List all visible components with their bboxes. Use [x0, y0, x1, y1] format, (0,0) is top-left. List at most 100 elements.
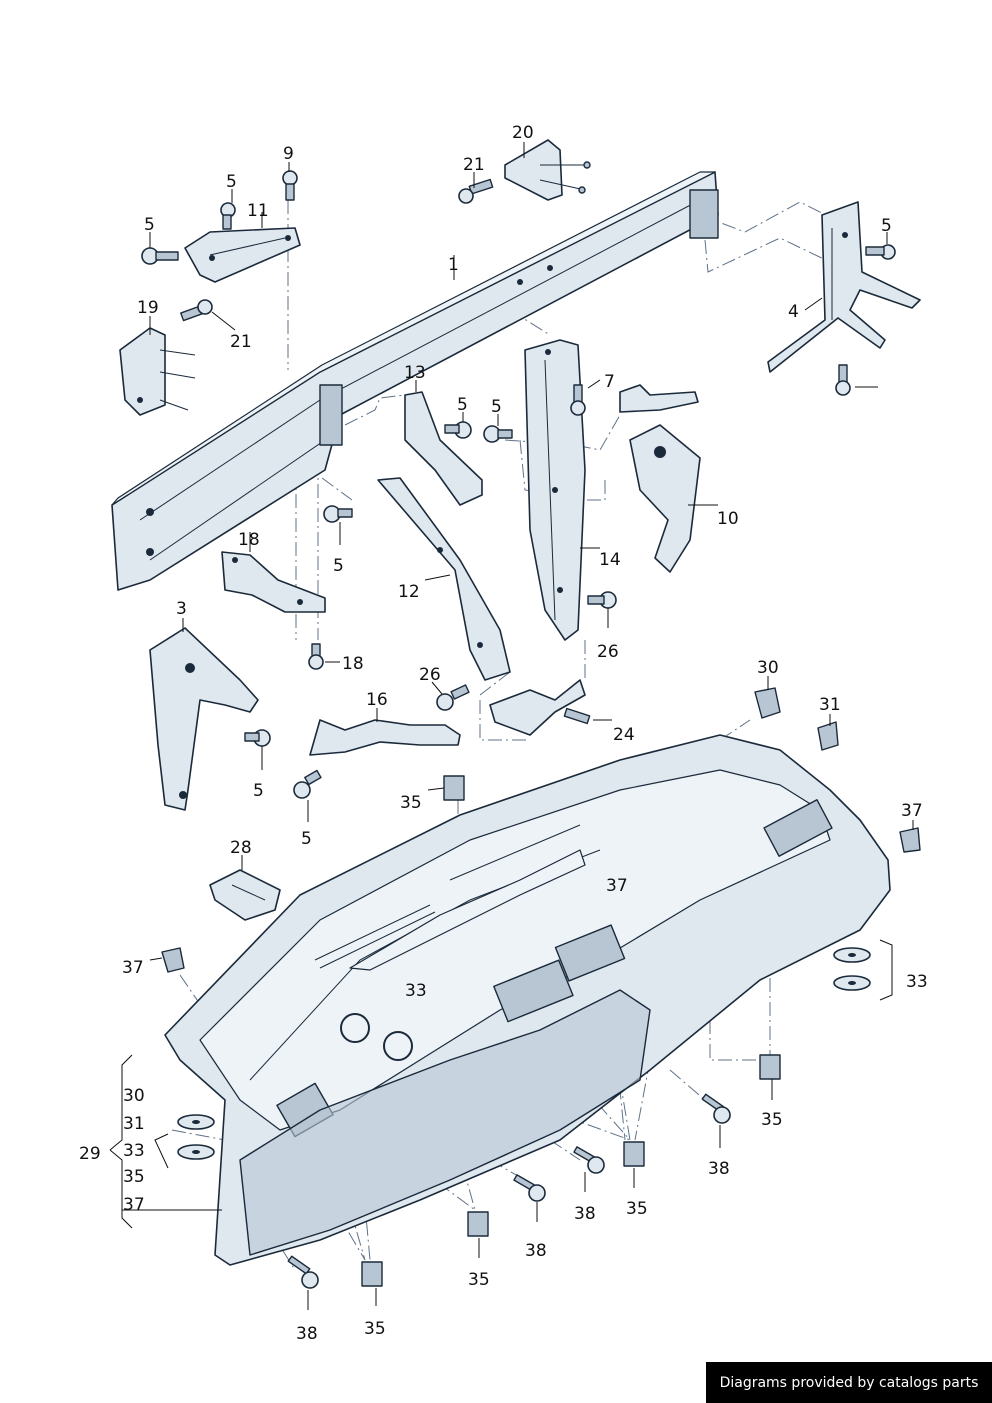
bracket-13: [404, 391, 483, 506]
bolt-5-right-bottom: [835, 364, 851, 396]
bolt-7: [570, 384, 586, 416]
washers-33-right: [833, 947, 871, 991]
bracket-4: [767, 201, 921, 373]
callout-label: 5: [457, 395, 468, 415]
clip-35-r1: [759, 1054, 781, 1080]
callout-label: 18: [238, 530, 260, 550]
callout-label: 7: [604, 372, 615, 392]
callout-label: 30: [757, 658, 779, 678]
callout-label: 35: [761, 1110, 783, 1130]
callout-label: 5: [491, 397, 502, 417]
screw-38-r: [701, 1093, 731, 1124]
callout-label: 37: [606, 876, 628, 896]
bolt-26-left: [436, 684, 470, 711]
callout-label: 30: [123, 1086, 145, 1106]
callout-label: 38: [708, 1159, 730, 1179]
screw-38-c1: [573, 1146, 605, 1174]
callout-label: 20: [512, 123, 534, 143]
callout-label: 5: [144, 215, 155, 235]
bracket-19: [119, 327, 196, 416]
callout-label: 26: [597, 642, 619, 662]
callout-label: 9: [283, 144, 294, 164]
clip-35-c: [467, 1211, 489, 1237]
callout-label: 14: [599, 550, 621, 570]
bolt-5-a: [220, 202, 236, 230]
callout-label: 35: [626, 1199, 648, 1219]
bracket-24: [489, 679, 591, 736]
bracket-10: [629, 424, 701, 573]
callout-label: 13: [404, 363, 426, 383]
bolt-21-top: [458, 178, 494, 204]
clip-35-top: [443, 775, 465, 801]
callout-label: 38: [296, 1324, 318, 1344]
bolt-21-left: [180, 299, 213, 322]
callout-label: 31: [123, 1114, 145, 1134]
callout-label: 3: [176, 599, 187, 619]
clip-35-l: [361, 1261, 383, 1287]
bolt-5-mid: [323, 505, 353, 523]
bracket-18: [221, 551, 326, 613]
bolt-5-13b: [483, 425, 513, 443]
callout-label: 1: [448, 255, 459, 275]
callout-label: 5: [226, 172, 237, 192]
callout-labels: 1 20 21 9 5 11 5 5 19 21 4 5 13 5 5 7 10…: [79, 123, 928, 1344]
callout-label: 16: [366, 690, 388, 710]
washers-33-left: [177, 1114, 215, 1160]
callout-label: 35: [468, 1270, 490, 1290]
bolt-5-16: [293, 769, 322, 799]
callout-label: 35: [400, 793, 422, 813]
callout-label: 28: [230, 838, 252, 858]
clip-30: [754, 687, 781, 719]
callout-label: 4: [788, 302, 799, 322]
bolt-5-13a: [444, 421, 472, 439]
dashboard: [164, 734, 891, 1266]
bracket-11: [184, 227, 301, 283]
bracket-16: [309, 719, 461, 756]
cross-car-beam: [111, 171, 719, 591]
callout-label: 18: [342, 654, 364, 674]
credit-banner: Diagrams provided by catalogs parts: [706, 1362, 992, 1403]
callout-label: 5: [301, 829, 312, 849]
bolt-18: [308, 643, 324, 670]
callout-label: 10: [717, 509, 739, 529]
clip-31: [817, 721, 839, 751]
callout-label: 37: [901, 801, 923, 821]
callout-label: 33: [123, 1141, 145, 1161]
callout-label: 5: [253, 781, 264, 801]
part-28: [209, 869, 281, 921]
screw-38-c2: [513, 1174, 546, 1202]
callout-label: 31: [819, 695, 841, 715]
callout-label: 33: [405, 981, 427, 1001]
callout-label: 26: [419, 665, 441, 685]
clip-37-right: [899, 827, 921, 853]
callout-label: 38: [525, 1241, 547, 1261]
bracket-20: [504, 139, 591, 201]
callout-label: 35: [364, 1319, 386, 1339]
bracket-12: [377, 477, 511, 681]
bolt-5-3: [244, 729, 271, 747]
bolt-26-right: [587, 591, 617, 609]
clip-37-left: [161, 947, 185, 973]
callout-label: 21: [230, 332, 252, 352]
bracket-14: [524, 339, 586, 641]
bolt-5-right-top: [865, 244, 896, 260]
callout-label: 21: [463, 155, 485, 175]
callout-label: 37: [122, 958, 144, 978]
leader-lines: [109, 142, 914, 1310]
callout-label: 35: [123, 1167, 145, 1187]
credit-text: Diagrams provided by catalogs parts: [719, 1374, 979, 1391]
callout-label: 11: [247, 201, 269, 221]
callout-label: 5: [333, 556, 344, 576]
callout-label: 12: [398, 582, 420, 602]
callout-label: 37: [123, 1195, 145, 1215]
clip-35-r2: [623, 1141, 645, 1167]
bolt-9: [282, 170, 298, 201]
screw-38-l: [287, 1255, 319, 1289]
clip-7: [619, 384, 699, 413]
callout-label: 24: [613, 725, 635, 745]
callout-label: 29: [79, 1144, 101, 1164]
callout-label: 5: [881, 216, 892, 236]
callout-label: 38: [574, 1204, 596, 1224]
bolt-5-b: [141, 247, 179, 265]
